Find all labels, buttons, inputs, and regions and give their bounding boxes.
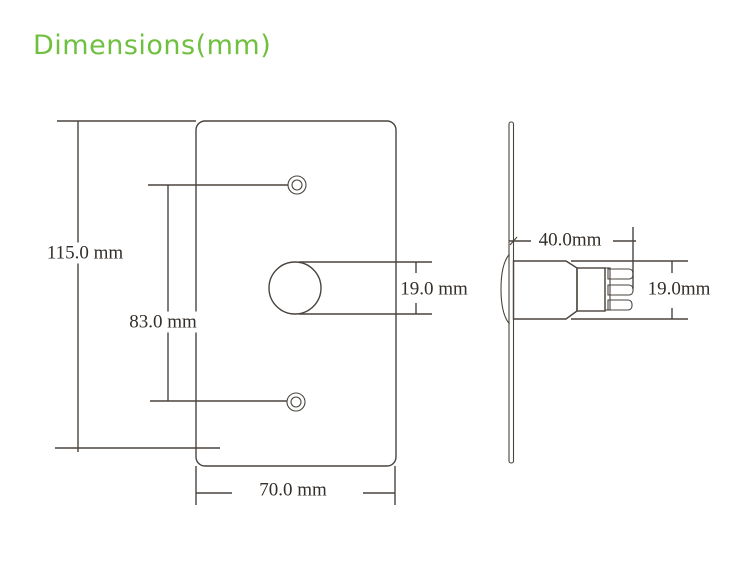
terminal-pin-bottom <box>607 299 633 311</box>
front-height-dimension <box>55 120 220 452</box>
button-circle <box>268 261 322 315</box>
page-title: Dimensions(mm) <box>33 30 272 61</box>
front-width-dimension <box>195 466 396 505</box>
dim-label-hole-spacing: 83.0 mm <box>126 311 200 333</box>
top-screw-hole-inner <box>291 179 303 191</box>
front-plate-outline <box>195 120 397 467</box>
side-view <box>500 121 634 464</box>
dim-label-side-depth: 40.0mm <box>535 229 605 251</box>
terminal-pin-top <box>607 268 634 280</box>
button-cap-profile <box>500 253 510 325</box>
terminal-pin-middle <box>607 284 634 296</box>
side-diameter-dimension <box>571 260 688 320</box>
bottom-screw-hole-inner <box>290 396 302 408</box>
switch-neck <box>576 267 606 312</box>
front-view <box>195 120 397 467</box>
oblique-tick <box>509 236 518 246</box>
dim-label-side-diameter: 19.0mm <box>644 278 714 300</box>
switch-body <box>512 260 578 320</box>
bottom-screw-hole-outer <box>286 392 306 412</box>
side-depth-dimension <box>509 227 636 289</box>
front-hole-spacing-dimension <box>148 184 288 402</box>
top-screw-hole-outer <box>287 175 307 195</box>
dim-label-front-height: 115.0 mm <box>43 242 127 264</box>
front-button-diameter-dimension <box>299 261 432 315</box>
dim-label-front-width: 70.0 mm <box>256 479 330 501</box>
dim-label-button-diameter: 19.0 mm <box>397 278 471 300</box>
